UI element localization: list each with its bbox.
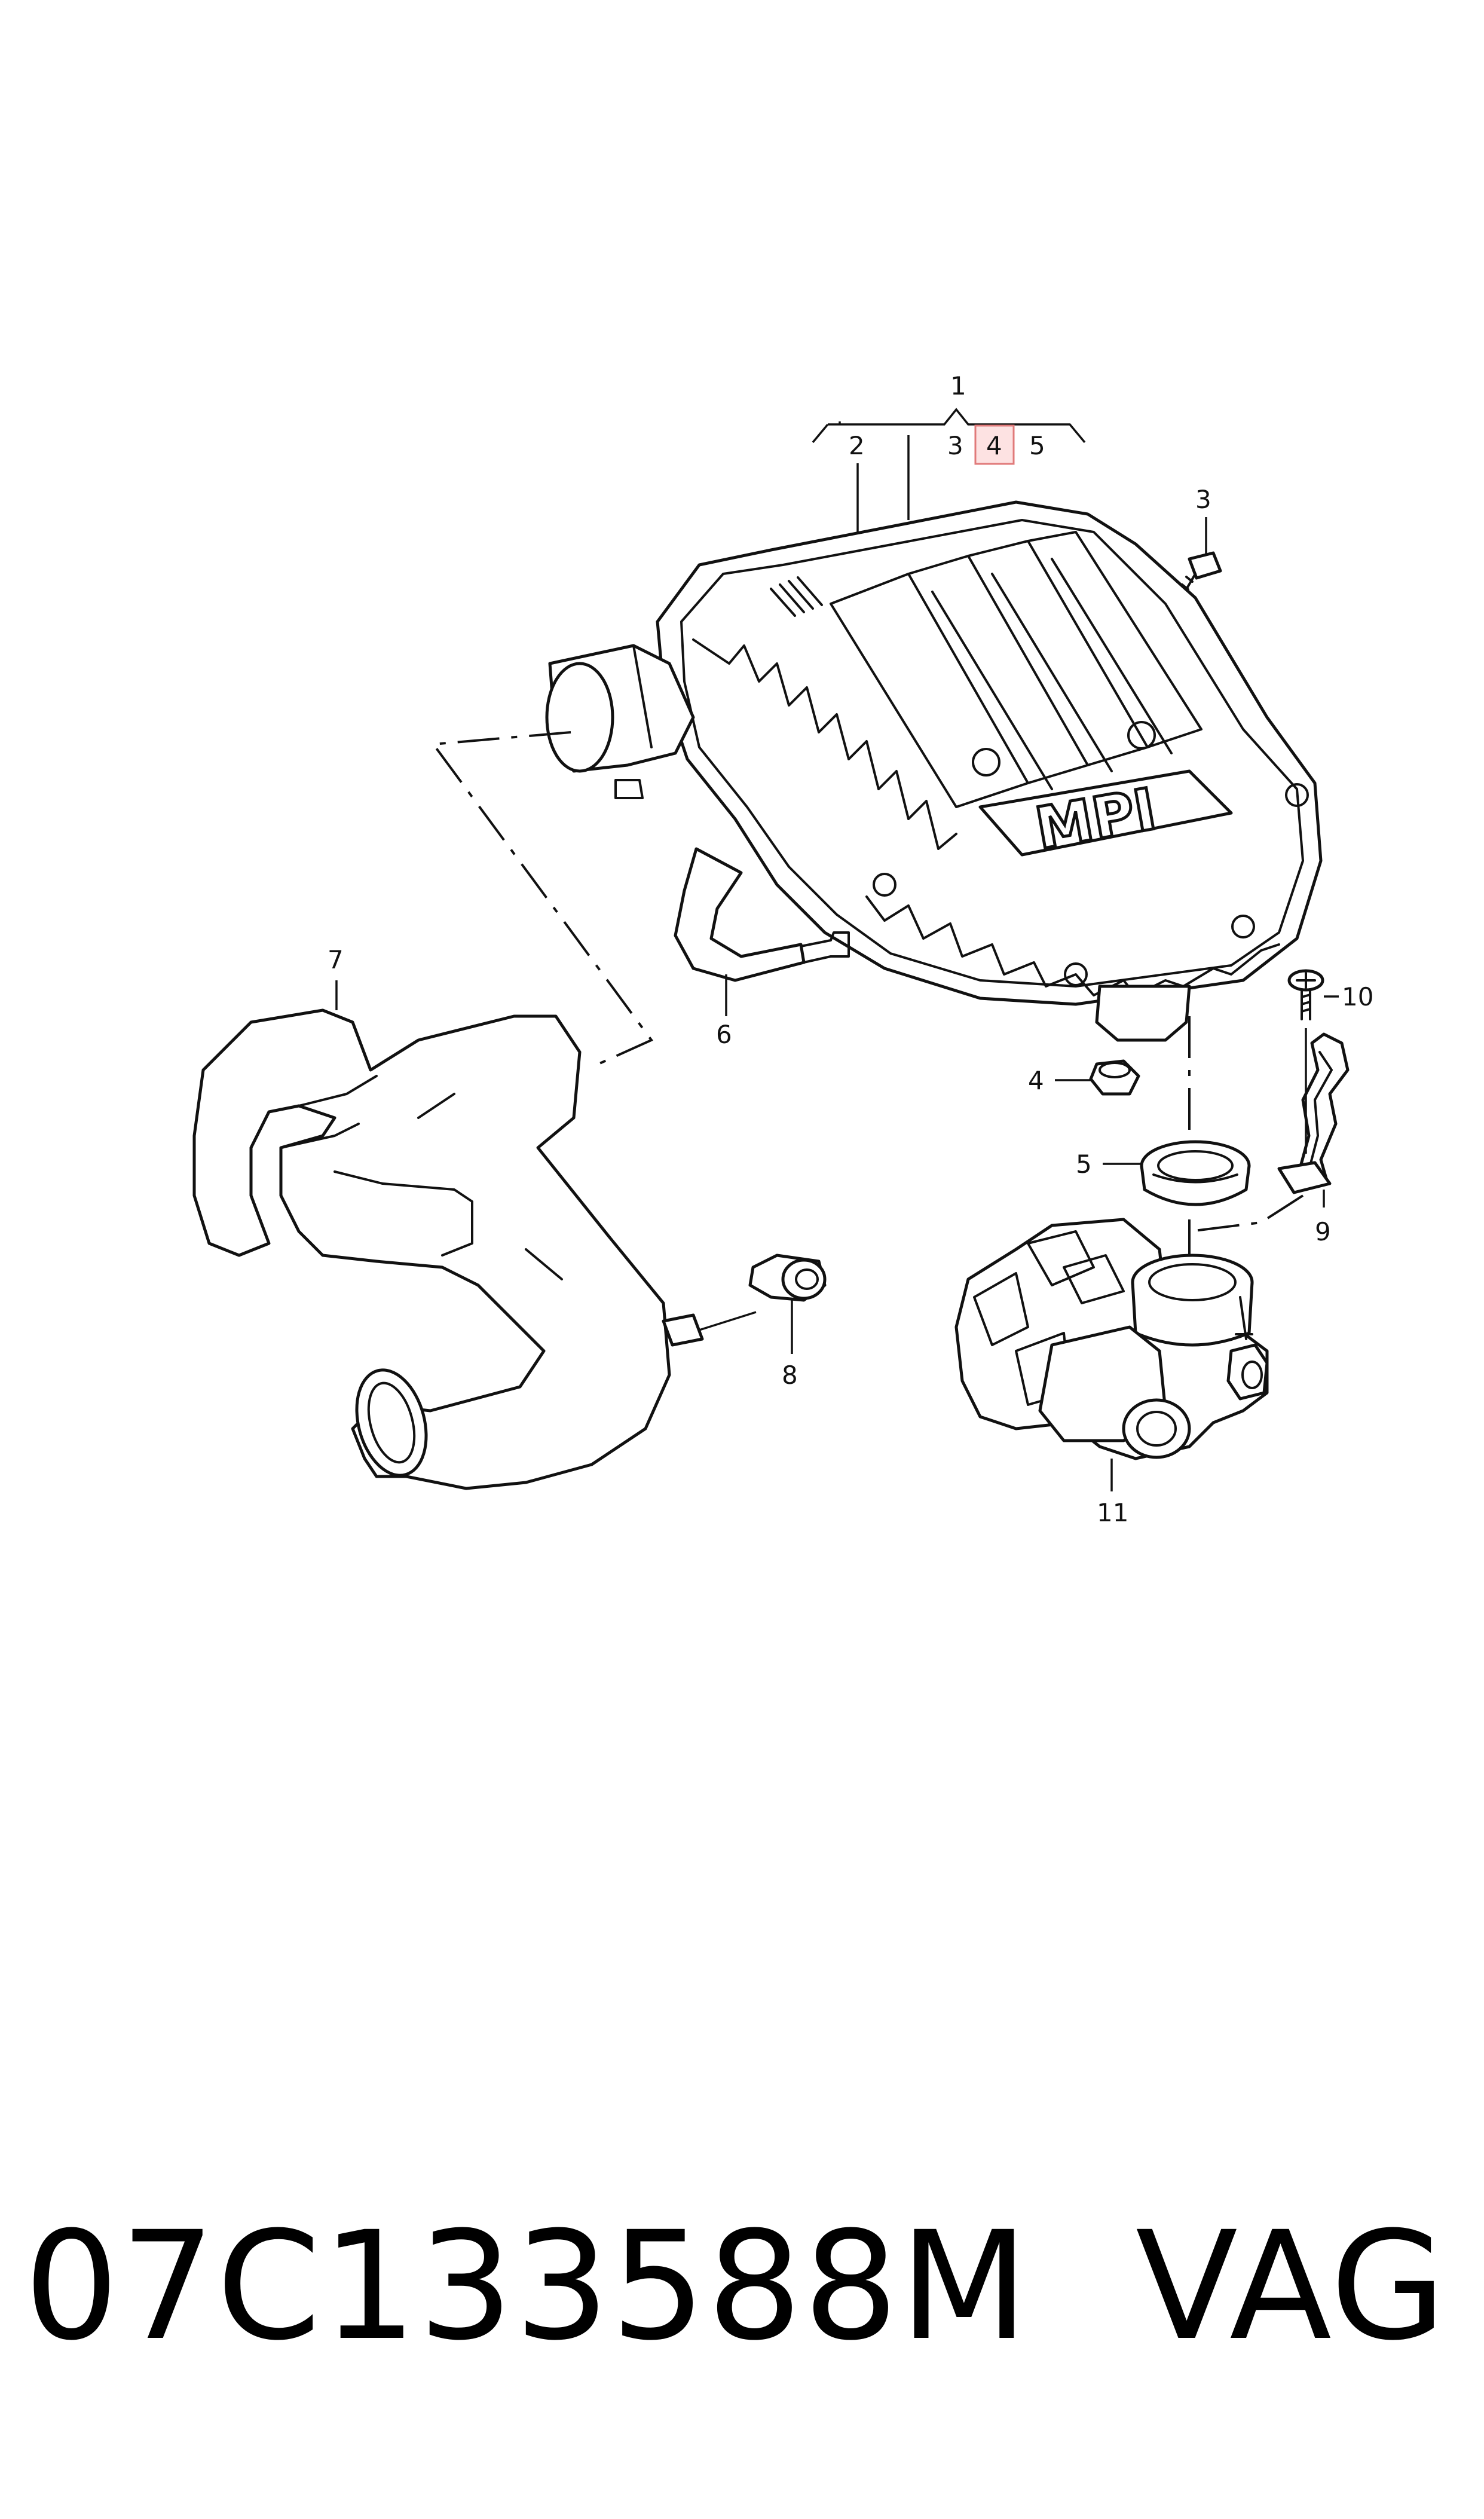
callout-4-group[interactable]: 4: [986, 431, 1002, 460]
callout-9[interactable]: 9: [1315, 1217, 1331, 1246]
callout-11[interactable]: 11: [1097, 1498, 1128, 1527]
callout-5[interactable]: 5: [1076, 1150, 1092, 1179]
callout-10[interactable]: 10: [1342, 982, 1373, 1011]
ring-seal-part-5: 5: [1076, 1016, 1251, 1273]
bolt-part-10: 10: [1287, 969, 1373, 1020]
hose-part-6: 6: [674, 847, 850, 1049]
bracket-part-9: 9: [1189, 1028, 1350, 1246]
intake-duct-part-7: 7: [192, 945, 757, 1490]
callout-5-group[interactable]: 5: [1029, 431, 1045, 460]
grommet-part-8: 8: [748, 1254, 827, 1390]
seal-part-4: 4: [1028, 1059, 1140, 1096]
callout-2[interactable]: 2: [849, 431, 865, 460]
callout-1[interactable]: 1: [950, 371, 966, 401]
assembly-line-7: [431, 731, 654, 1068]
callout-4[interactable]: 4: [1028, 1066, 1044, 1095]
brand-label: VAG: [1136, 2199, 1448, 2373]
callout-8[interactable]: 8: [782, 1361, 798, 1390]
callout-6[interactable]: 6: [716, 1020, 732, 1049]
callout-1-bracket: 1 2 3 4 5: [812, 371, 1086, 556]
throttle-body-part-11: 11: [954, 1218, 1269, 1527]
callout-7[interactable]: 7: [328, 945, 344, 974]
screw-part-3: 3: [1173, 485, 1222, 611]
highlight-box-4: [974, 424, 1015, 465]
mpi-badge-text: MPI: [1031, 775, 1161, 862]
part-number-label: 07C133588M: [24, 2199, 1030, 2373]
callout-3-group[interactable]: 3: [947, 431, 963, 460]
callout-3[interactable]: 3: [1195, 485, 1211, 514]
intake-manifold-cover: MPI: [545, 500, 1323, 1042]
